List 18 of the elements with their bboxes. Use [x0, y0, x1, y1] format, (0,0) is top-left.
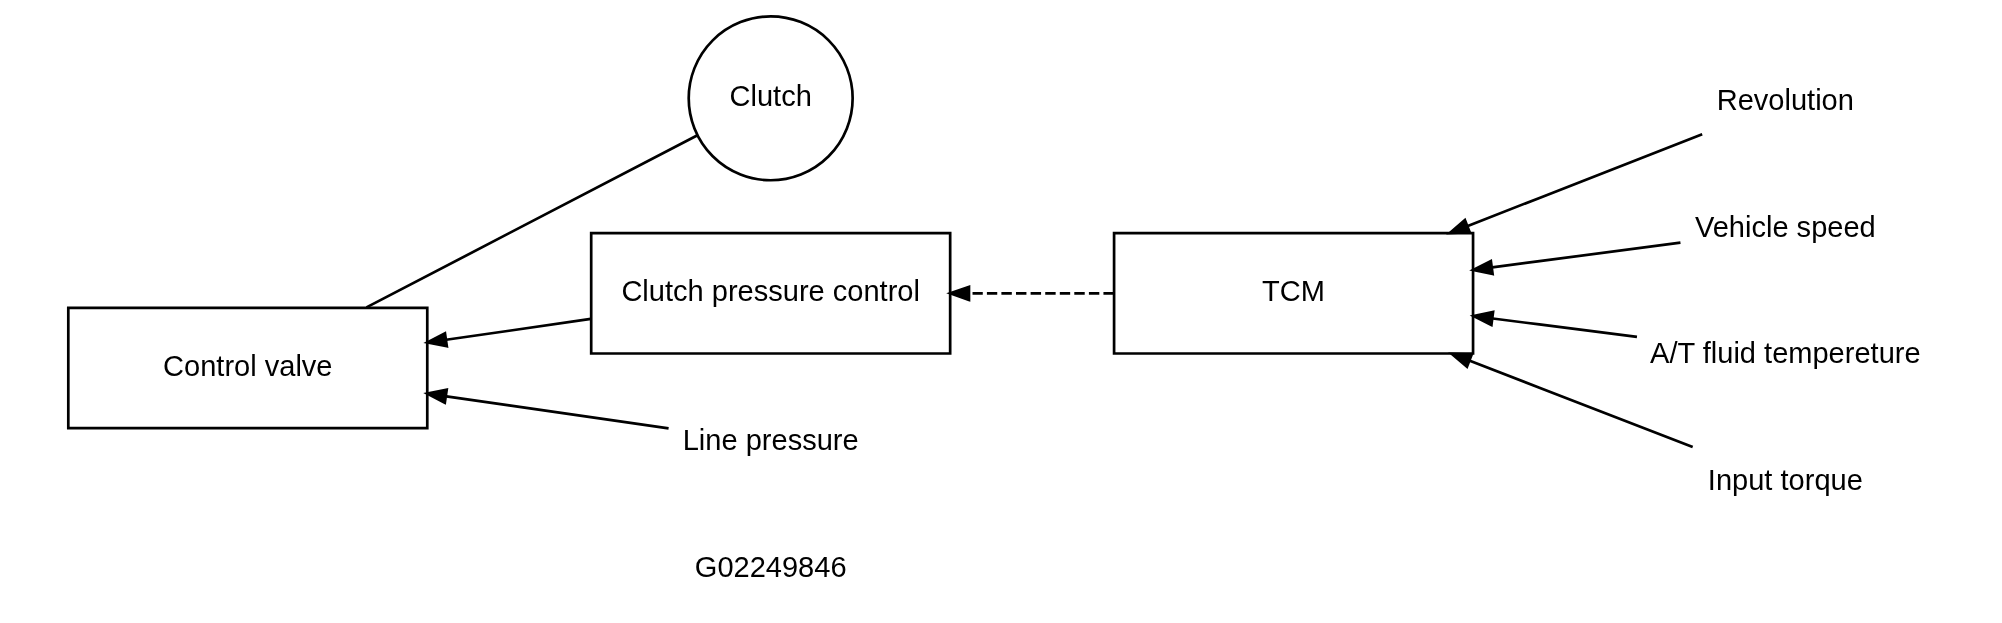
node-text: Vehicle speed: [1694, 210, 1876, 243]
arrow: [1469, 310, 1638, 339]
node-box: TCM: [1112, 231, 1475, 355]
label: G02249846: [694, 550, 847, 583]
node-circle: Clutch: [687, 15, 854, 182]
arrow: [423, 317, 591, 348]
arrow: [1446, 132, 1703, 235]
arrow: [423, 388, 669, 430]
arrow: [1469, 241, 1681, 276]
node-box: Control valve: [66, 306, 429, 430]
node-text: A/T fluid tempereture: [1650, 337, 1921, 370]
connector: [365, 134, 698, 309]
node-text: Revolution: [1716, 84, 1854, 117]
arrow: [946, 284, 1114, 302]
node-text: Line pressure: [682, 424, 859, 457]
node-box: Clutch pressure control: [589, 231, 952, 355]
arrow: [1448, 352, 1694, 449]
node-text: Input torque: [1707, 463, 1863, 496]
